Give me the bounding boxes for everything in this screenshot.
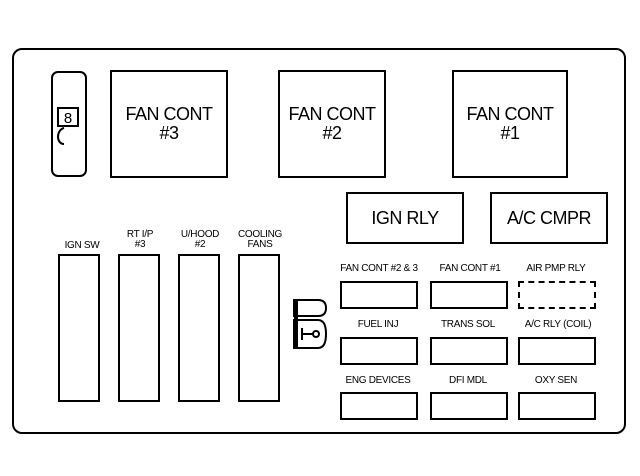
relay-label: FAN CONT #1 [466, 104, 554, 143]
mini-fuse-label-trans-sol: TRANS SOL [441, 319, 495, 330]
relay-label: IGN RLY [371, 207, 439, 228]
mini-fuse-trans-sol [430, 337, 508, 365]
mini-fuse-fuel-inj [340, 337, 418, 365]
relay-ac-cmpr: A/C CMPR [490, 192, 608, 244]
relay-ign-rly: IGN RLY [346, 192, 464, 244]
fuse-box-outline [12, 48, 626, 434]
relay-fan-cont-1: FAN CONT #1 [452, 70, 568, 178]
tall-fuse-cooling-fans [238, 254, 280, 402]
mini-fuse-label-dfi-mdl: DFI MDL [449, 375, 487, 386]
relay-label: FAN CONT #2 [288, 104, 376, 143]
mini-fuse-label-fuel-inj: FUEL INJ [357, 319, 399, 330]
mini-fuse-label-fan-cont-1: FAN CONT #1 [439, 263, 501, 274]
mini-fuse-eng-devices [340, 392, 418, 420]
svg-text:8: 8 [64, 110, 72, 127]
mini-fuse-air-pmp-rly [518, 281, 596, 309]
mini-fuse-label-oxy-sen: OXY SEN [534, 375, 578, 386]
tall-fuse-ign-sw [58, 254, 100, 402]
mini-fuse-ac-rly-coil [518, 337, 596, 365]
tall-fuse-uhood-2 [178, 254, 220, 402]
tall-fuse-label-rt-ip-3: RT I/P #3 [126, 229, 154, 250]
mini-fuse-oxy-sen [518, 392, 596, 420]
mini-fuse-fan-cont-2-3 [340, 281, 418, 309]
mini-fuse-dfi-mdl [430, 392, 508, 420]
relay-label: FAN CONT #3 [125, 104, 213, 143]
mini-fuse-label-ac-rly-coil: A/C RLY (COIL) [524, 319, 592, 330]
tall-fuse-label-uhood-2: U/HOOD #2 [180, 229, 220, 250]
mini-fuse-label-fan-cont-2-3: FAN CONT #2 & 3 [340, 263, 418, 274]
mini-fuse-fan-cont-1 [430, 281, 508, 309]
relay-fan-cont-2: FAN CONT #2 [278, 70, 386, 178]
relay-label: A/C CMPR [506, 207, 592, 228]
mini-fuse-label-air-pmp-rly: AIR PMP RLY [526, 263, 586, 274]
tall-fuse-label-cooling-fans: COOLING FANS [237, 229, 283, 250]
fuse-puller-icon: 8 [50, 70, 88, 178]
relay-fan-cont-3: FAN CONT #3 [110, 70, 228, 178]
diode-icon [290, 296, 330, 352]
mini-fuse-label-eng-devices: ENG DEVICES [345, 375, 411, 386]
tall-fuse-rt-ip-3 [118, 254, 160, 402]
tall-fuse-label-ign-sw: IGN SW [64, 240, 100, 251]
